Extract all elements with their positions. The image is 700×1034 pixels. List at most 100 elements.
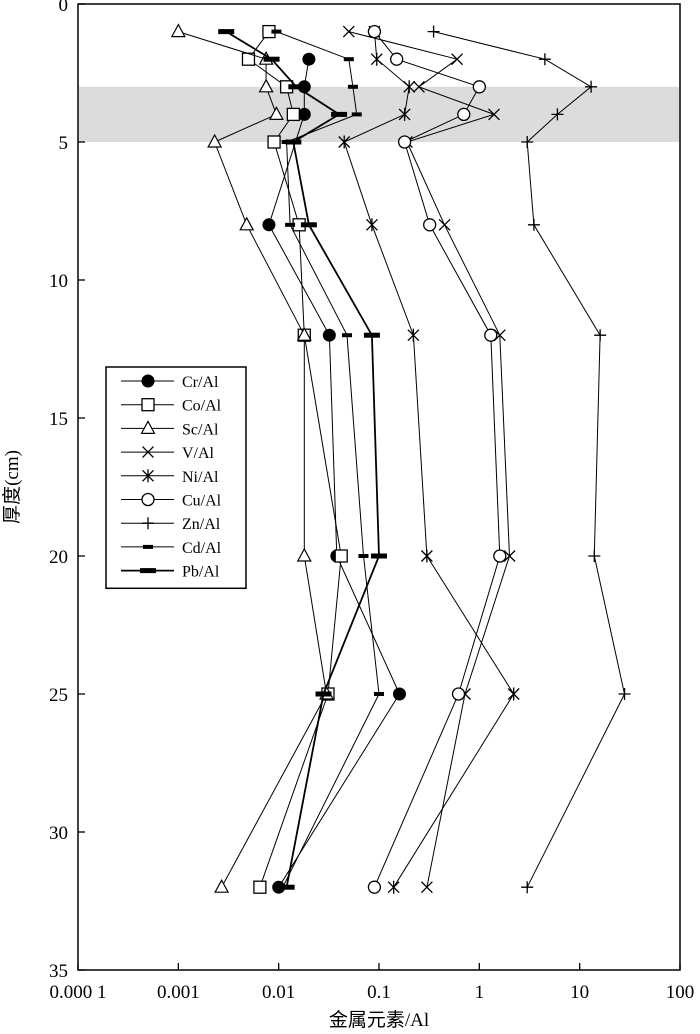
series-cr-al: [262, 52, 406, 894]
y-tick-label: 25: [49, 685, 68, 706]
legend-item: Co/Al: [121, 398, 222, 415]
data-point-marker: [253, 880, 267, 894]
data-point-marker: [141, 398, 155, 412]
x-tick-label: 10: [570, 982, 589, 1003]
legend-item: Cd/Al: [121, 540, 222, 557]
series-line: [348, 31, 511, 888]
data-point-marker: [271, 29, 282, 34]
data-point-marker: [351, 112, 362, 117]
x-tick-label: 0.001: [157, 982, 200, 1003]
data-point-marker: [588, 550, 601, 562]
data-point-marker: [141, 374, 155, 388]
data-point-marker: [302, 52, 316, 66]
y-tick-label: 35: [49, 961, 68, 982]
data-point-marker: [521, 881, 534, 894]
data-point-marker: [420, 881, 433, 894]
data-point-marker: [296, 326, 312, 341]
data-point-marker: [342, 333, 353, 338]
data-point-marker: [296, 547, 312, 562]
data-point-marker: [407, 328, 420, 342]
series-ni-al: [338, 25, 520, 894]
data-point-marker: [392, 687, 406, 701]
data-point-marker: [347, 84, 358, 89]
data-point-marker: [300, 222, 317, 228]
data-point-marker: [367, 880, 382, 894]
legend-item: Ni/Al: [121, 469, 219, 486]
data-point-marker: [342, 25, 355, 38]
data-point-marker: [527, 218, 540, 231]
data-point-marker: [140, 568, 156, 574]
data-point-marker: [258, 78, 274, 93]
y-tick-label: 5: [59, 133, 69, 154]
data-point-marker: [451, 687, 466, 701]
data-point-marker: [594, 329, 607, 342]
data-point-marker: [365, 218, 378, 232]
data-point-marker: [370, 52, 383, 66]
data-point-marker: [331, 111, 348, 117]
y-tick-label: 20: [49, 547, 68, 568]
series-line: [373, 31, 501, 888]
data-point-marker: [214, 878, 230, 893]
data-point-marker: [239, 216, 255, 231]
data-point-marker: [141, 492, 155, 507]
series-layer: [170, 23, 631, 894]
y-axis-title: 厚度(cm): [1, 450, 23, 524]
data-point-marker: [420, 549, 433, 563]
y-tick-label: 0: [59, 0, 69, 16]
legend-item: Cr/Al: [121, 374, 219, 391]
data-point-marker: [585, 80, 598, 93]
legend-label: Co/Al: [182, 398, 222, 415]
y-tick-label: 30: [49, 823, 68, 844]
data-point-marker: [315, 691, 332, 697]
data-point-marker: [397, 135, 412, 149]
data-point-marker: [387, 880, 400, 894]
data-point-marker: [207, 133, 223, 148]
data-point-marker: [142, 469, 154, 483]
x-axis-title: 金属元素/Al: [329, 1009, 429, 1031]
legend-item: V/Al: [121, 445, 215, 462]
data-point-marker: [288, 84, 305, 90]
data-point-marker: [403, 80, 416, 94]
data-point-marker: [538, 53, 551, 66]
data-point-marker: [286, 107, 300, 122]
data-point-marker: [451, 53, 464, 66]
series-zn-al: [427, 25, 631, 894]
series-line: [343, 31, 515, 888]
data-point-marker: [390, 52, 404, 66]
data-point-marker: [338, 135, 351, 149]
x-tick-label: 100: [666, 982, 695, 1003]
series-co-al: [241, 24, 348, 894]
data-point-marker: [142, 446, 154, 459]
data-point-marker: [285, 222, 296, 227]
series-cu-al: [367, 24, 507, 894]
series-line: [178, 31, 328, 888]
data-point-marker: [334, 549, 348, 563]
x-tick-label: 0.1: [367, 982, 391, 1003]
data-point-marker: [268, 106, 284, 121]
data-point-marker: [263, 56, 280, 62]
legend-label: Cu/Al: [182, 493, 222, 510]
x-tick-label: 0.01: [262, 982, 295, 1003]
data-point-marker: [285, 139, 302, 145]
data-point-marker: [507, 687, 520, 701]
y-tick-label: 15: [49, 409, 68, 430]
data-point-marker: [457, 107, 471, 122]
legend: Cr/AlCo/AlSc/AlV/AlNi/AlCu/AlZn/AlCd/AlP…: [105, 366, 247, 590]
legend-label: Sc/Al: [182, 421, 219, 438]
legend-label: Pb/Al: [182, 564, 220, 581]
series-line: [276, 31, 380, 888]
data-point-marker: [170, 23, 186, 38]
data-point-marker: [423, 218, 437, 232]
legend-item: Sc/Al: [121, 420, 219, 438]
data-point-marker: [267, 135, 281, 149]
legend-label: Ni/Al: [182, 469, 219, 486]
legend-box: [105, 366, 247, 590]
data-point-marker: [367, 24, 382, 39]
legend-item: Cu/Al: [121, 493, 222, 510]
x-tick-label: 1: [475, 982, 485, 1003]
series-line: [225, 30, 380, 888]
data-point-marker: [142, 517, 154, 530]
data-point-marker: [322, 328, 336, 342]
